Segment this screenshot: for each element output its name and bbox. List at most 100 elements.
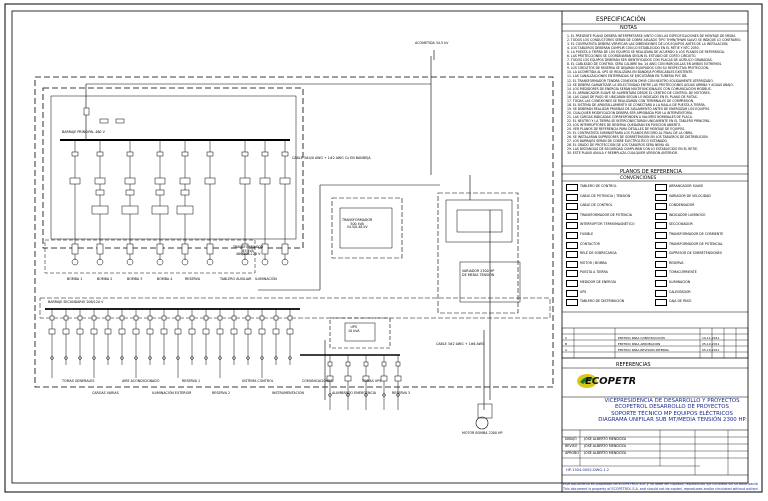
ups-feeder — [394, 355, 402, 410]
note-item: 27. LOS BARRAJES SERÁN DE COBRE ELECTROL… — [567, 139, 668, 144]
note-item: 8. EL CABLEADO DE CONTROL SERÁ CALIBRE N… — [567, 62, 723, 67]
motor-symbol — [475, 416, 489, 430]
incoming-label: ACOMETIDA 34.5 kV — [415, 41, 449, 45]
note-item: 30. ESTE PLANO ANULA Y REEMPLAZA CUALQUI… — [567, 151, 678, 156]
bottom-feeder — [76, 309, 84, 365]
approved-name: JOSÉ ALBERTO MENDOZA — [584, 451, 626, 455]
legend-symbol-icon — [655, 193, 667, 201]
note-item: 1. EL PRESENTE PLANO DEBERÁ INTERPRETARS… — [567, 34, 736, 38]
legend-item: CAJA DE PASO — [669, 299, 692, 304]
note-item: 6. LAS PROTECCIONES SE COORDINARÁN SEGÚN… — [567, 54, 697, 59]
legend-item: SECCIONADOR — [669, 222, 693, 227]
legend-item: INTERRUPTOR TERMOMAGNÉTICO — [580, 222, 635, 227]
bottom-feeder-label: RESERVA 3 — [392, 391, 411, 395]
footer-en: This document is property of ECOPETROL S… — [563, 486, 758, 491]
ups-box — [329, 317, 391, 349]
revision-number: C — [565, 336, 568, 340]
revision-date: 10-11-2011 — [702, 336, 720, 340]
legend-symbol-icon — [655, 203, 667, 211]
note-item: 22. EL NEUTRO Y LA TIERRA SE INTERCONECT… — [567, 118, 711, 123]
bottom-feeder — [160, 309, 168, 365]
approved-label: APROBÓ — [565, 451, 579, 455]
note-item: 20. CUALQUIER MODIFICACIÓN DEBERÁ SER AP… — [567, 110, 694, 115]
legend-item: SUPRESOR DE SOBRETENSIONES — [669, 251, 722, 256]
distribution-enclosure — [39, 297, 551, 319]
revision-description: EMITIDO PARA REVISIÓN INTERNA — [618, 348, 669, 352]
ups-feeder — [326, 355, 334, 410]
legend-item: ILUMINACIÓN — [669, 280, 691, 284]
top-feeder — [151, 140, 169, 266]
note-item: 5. LA PUESTA A TIERRA DE LOS EQUIPOS SE … — [567, 50, 725, 55]
bottom-feeder-label: ILUMINACIÓN EXTERIOR — [152, 391, 192, 395]
legend-symbol-icon — [655, 212, 667, 220]
legend-item: MEDIDOR DE ENERGÍA — [580, 280, 617, 284]
note-item: 14. LOS MEDIDORES DE ENERGÍA SERÁN MULTI… — [567, 86, 712, 91]
legend-item: VARIADOR DE VELOCIDAD — [669, 193, 711, 198]
reviewed-name: JOSÉ ALBERTO MENDOZA — [584, 444, 626, 448]
top-feeder-label: ILUMINACIÓN — [255, 277, 277, 281]
transformer2-label: TRANSFORMADOR 45 kVA 480/208-120 V — [233, 245, 264, 257]
note-item: 21. LAS CARGAS INDICADAS CORRESPONDEN A … — [567, 114, 693, 119]
vfd-label: VARIADOR 2300 HP DE MEDIA TENSIÓN — [462, 269, 495, 277]
title-block: VICEPRESIDENCIA DE DESARROLLO Y PROYECTO… — [598, 398, 746, 424]
bottom-feeder-label: SISTEMA CONTROL — [242, 379, 274, 383]
legend-item: TRANSFORMADOR DE POTENCIA — [580, 212, 632, 217]
revision-description: EMITIDO PARA CONSTRUCCIÓN — [618, 336, 665, 340]
note-item: 25. EL CONTRATISTA SUMINISTRARÁ LOS PLAN… — [567, 131, 694, 136]
legend-item: CABLE DE CONTROL — [580, 203, 613, 208]
legend-symbol-icon — [655, 222, 667, 230]
note-item: 17. TODAS LAS CONEXIONES SE REALIZARÁN C… — [567, 98, 695, 103]
top-feeder-label: BOMBA 2 — [97, 277, 113, 281]
legend-item: TABLERO DE DISTRIBUCIÓN — [580, 299, 625, 304]
note-item: 28. EL GRADO DE PROTECCIÓN DE LOS TABLER… — [567, 143, 671, 148]
legend-item: RESERVA — [669, 260, 684, 265]
ups-feeder — [380, 355, 388, 410]
bottom-feeder — [104, 309, 112, 365]
bottom-feeder — [48, 309, 56, 378]
legend-item: FUSIBLE — [580, 232, 594, 236]
conventions-heading: CONVENCIONES — [620, 176, 657, 181]
top-feeder — [176, 140, 194, 266]
bottom-feeder — [230, 309, 238, 365]
main-bus-label: BARRAJE PRINCIPAL 480 V — [62, 130, 105, 134]
revision-number: B — [565, 342, 568, 346]
specification-title: ESPECIFICACIÓN — [596, 16, 646, 23]
note-item: 12. EL TRANSFORMADOR TENDRÁ CONEXIÓN DYN… — [567, 78, 714, 83]
title-line-4: DIAGRAMA UNIFILAR SUB MT/MEDIA TENSIÓN 2… — [598, 417, 746, 424]
footer-es: Este documento es propiedad de ECOPETROL… — [563, 482, 758, 486]
legend-item: UPS — [580, 289, 587, 294]
top-feeder-label: TABLERO AUXILIAR — [220, 277, 252, 281]
drawing-number: HP-1304-0002-DWG-1.2 — [566, 468, 610, 472]
inner-border — [11, 10, 749, 484]
main-switchgear — [42, 87, 304, 249]
legend-item: TOMACORRIENTE — [669, 270, 697, 275]
revision-date: 25-10-2011 — [702, 342, 720, 346]
legend-symbol-icon — [655, 299, 667, 307]
notes-list: 1. EL PRESENTE PLANO DEBERÁ INTERPRETARS… — [567, 34, 747, 155]
top-feeder — [239, 140, 251, 266]
note-item: 7. TODOS LOS EQUIPOS DEBERÁN SER IDENTIF… — [567, 58, 713, 63]
note-item: 10. LA ACOMETIDA AL UPS SE REALIZARÁ EN … — [567, 70, 694, 75]
revision-number: A — [565, 348, 568, 352]
note-item: 23. LOS INTERRUPTORES DE RESERVA QUEDARÁ… — [567, 123, 682, 128]
bottom-feeder-label: ALUMBRADO EMERGENCIA — [332, 391, 376, 395]
reviewed-label: REVISÓ — [565, 444, 578, 448]
bottom-feeder — [174, 309, 182, 378]
bottom-feeder — [146, 309, 154, 365]
note-item: 4. LOS TABLEROS DEBERÁN CUMPLIR CON LO E… — [567, 46, 700, 51]
notes-heading: NOTAS — [620, 25, 637, 31]
legend-item: MOTOR / BOMBA — [580, 260, 607, 265]
top-feeder — [204, 140, 216, 266]
bottom-feeder — [90, 309, 98, 378]
note-item: 15. EL ARRANCADOR SUAVE SE ALIMENTARÁ DE… — [567, 90, 711, 95]
legend-symbol-icon — [655, 251, 667, 259]
transformer1-label: TRANSFORMADOR 500 kVA 34.5/0.48 kV — [342, 218, 373, 230]
legend-item: CONTACTOR — [580, 241, 600, 246]
bottom-feeder-label: RESERVA 2 — [212, 391, 231, 395]
top-feeder — [69, 140, 81, 266]
legend-symbol-icon — [566, 299, 578, 307]
legend-symbol-icon — [566, 260, 578, 268]
top-feeder-label: BOMBA 1 — [67, 277, 83, 281]
bottom-feeder — [188, 309, 196, 365]
drew-name: JOSÉ ALBERTO MENDOZA — [584, 437, 626, 441]
